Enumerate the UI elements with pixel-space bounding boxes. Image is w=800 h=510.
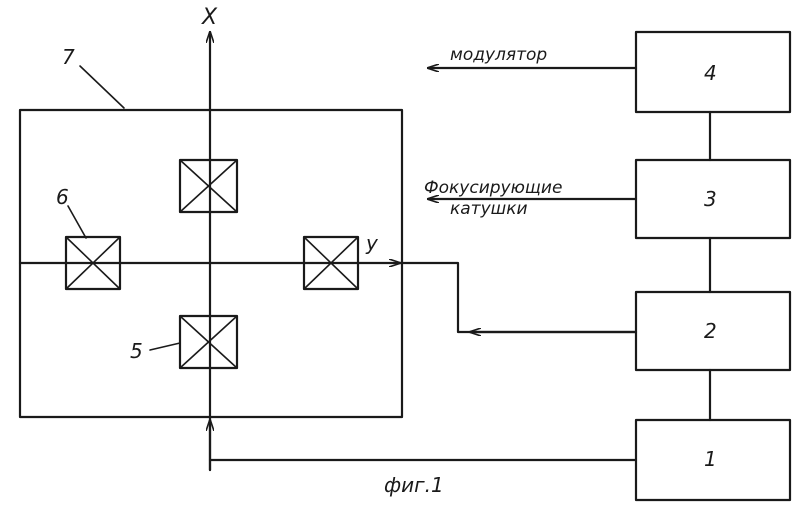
coil-bottom-label: 5 bbox=[130, 339, 143, 363]
block-1-to-axis bbox=[210, 460, 636, 470]
block-3-label: 3 bbox=[704, 187, 717, 211]
y-axis-label: y bbox=[365, 231, 379, 255]
focusing-label-line1: Фокусирующие bbox=[424, 178, 562, 198]
block-2-label: 2 bbox=[704, 319, 717, 343]
leader-frame-7 bbox=[80, 66, 124, 108]
signal-to-block-2 bbox=[400, 263, 636, 332]
frame-label: 7 bbox=[62, 45, 75, 69]
block-4-label: 4 bbox=[704, 61, 717, 85]
focusing-label-line2: катушки bbox=[450, 199, 528, 219]
x-axis-label: X bbox=[201, 5, 218, 30]
block-1-label: 1 bbox=[704, 447, 717, 471]
coil-left-label: 6 bbox=[56, 185, 69, 209]
leader-coil-6 bbox=[68, 206, 86, 238]
coil-top bbox=[180, 160, 237, 212]
modulator-label: модулятор bbox=[450, 45, 547, 65]
figure-caption: фиг.1 bbox=[384, 473, 444, 497]
leader-coil-5 bbox=[150, 343, 180, 350]
coil-bottom bbox=[180, 316, 237, 368]
